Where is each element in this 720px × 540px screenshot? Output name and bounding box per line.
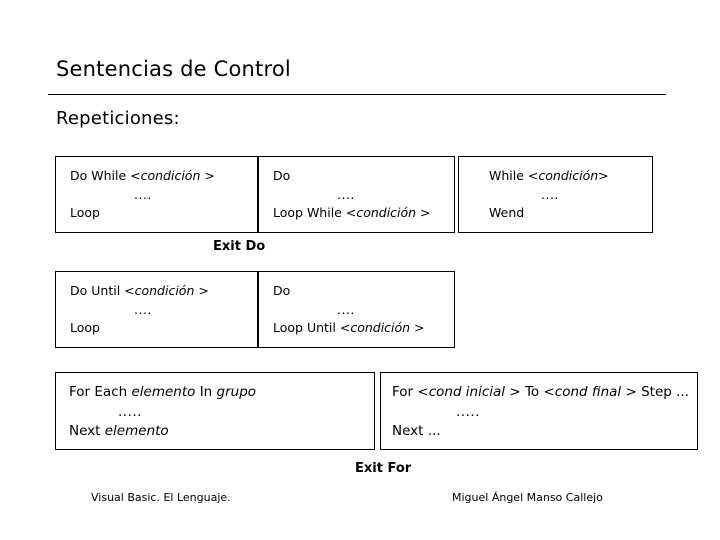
code-line-ellipsis: .... (541, 187, 559, 202)
code-box-do-loop-until: Do .... Loop Until <condición > (258, 271, 455, 348)
code-line-ellipsis: .... (337, 187, 355, 202)
placeholder-text-group: grupo (216, 384, 257, 400)
placeholder-text-initial: <cond inicial > (417, 384, 521, 400)
code-box-do-while-loop: Do While <condición > .... Loop (55, 156, 258, 233)
caption-exit-do: Exit Do (213, 239, 266, 254)
keyword-text: For Each (69, 384, 132, 400)
placeholder-text: <condición > (345, 205, 431, 220)
keyword-text-to: To (520, 384, 544, 400)
section-subtitle: Repeticiones: (56, 108, 180, 129)
placeholder-text: <condición> (527, 168, 609, 183)
footer-left: Visual Basic. El Lenguaje. (91, 491, 231, 504)
footer-right: Miguel Ángel Manso Callejo (452, 491, 603, 504)
code-box-for-to-step-next: For <cond inicial > To <cond final > Ste… (380, 372, 698, 450)
placeholder-text-final: <cond final > (543, 384, 637, 400)
code-box-do-loop-while: Do .... Loop While <condición > (258, 156, 455, 233)
code-line-1: Do Until <condición > (70, 283, 209, 298)
keyword-text: For (392, 384, 418, 400)
code-line-ellipsis: .... (134, 302, 152, 317)
code-line-1: Do (273, 168, 291, 183)
placeholder-text: <condición > (339, 320, 425, 335)
keyword-text: Do Until (70, 283, 125, 298)
code-box-do-until-loop: Do Until <condición > .... Loop (55, 271, 258, 348)
placeholder-text: elemento (104, 423, 169, 439)
keyword-text: While (489, 168, 528, 183)
keyword-text: Do While (70, 168, 131, 183)
page-title: Sentencias de Control (56, 57, 291, 81)
placeholder-text: elemento (131, 384, 196, 400)
code-line-1: Do (273, 283, 291, 298)
code-box-for-each-next: For Each elemento In grupo ..... Next el… (55, 372, 375, 450)
code-line-1: Do While <condición > (70, 168, 215, 183)
code-line-3: Loop Until <condición > (273, 320, 425, 335)
code-line-1: For <cond inicial > To <cond final > Ste… (392, 385, 689, 400)
code-line-ellipsis: .... (134, 187, 152, 202)
caption-exit-for: Exit For (355, 461, 412, 476)
placeholder-text: <condición > (124, 283, 209, 298)
code-line-3: Next ... (392, 423, 441, 439)
title-divider (48, 94, 666, 95)
code-line-ellipsis: .... (337, 302, 355, 317)
keyword-text-step: Step ... (636, 384, 689, 400)
code-line-1: While <condición> (489, 168, 609, 183)
code-line-1: For Each elemento In grupo (69, 385, 256, 400)
keyword-text-in: In (195, 384, 217, 400)
keyword-text: Loop Until (273, 320, 340, 335)
code-line-ellipsis: ..... (118, 404, 142, 420)
code-line-3: Loop While <condición > (273, 205, 431, 220)
keyword-text: Loop While (273, 205, 346, 220)
code-box-while-wend: While <condición> .... Wend (458, 156, 653, 233)
keyword-text: Next (69, 423, 105, 439)
code-line-3: Wend (489, 205, 525, 220)
code-line-3: Next elemento (69, 424, 169, 439)
code-line-3: Loop (70, 320, 100, 335)
placeholder-text: <condición > (130, 168, 215, 183)
code-line-ellipsis: ..... (456, 404, 480, 420)
code-line-3: Loop (70, 205, 100, 220)
